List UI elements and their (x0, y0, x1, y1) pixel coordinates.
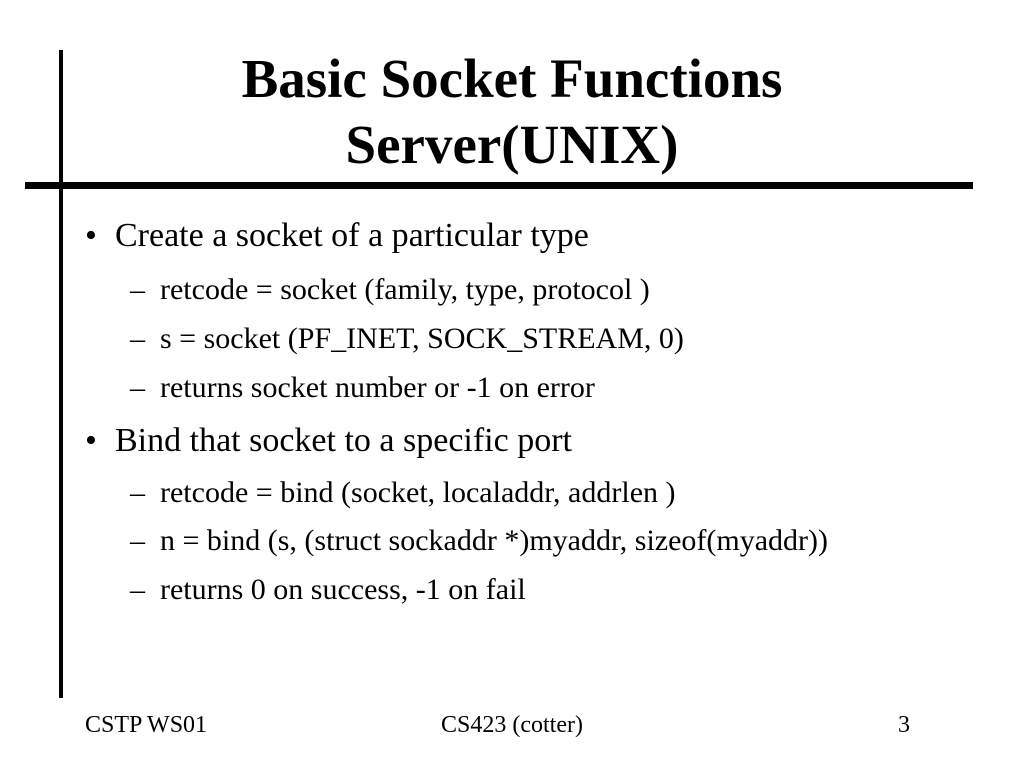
bullet-marker: • (85, 217, 97, 254)
bullet-text: returns 0 on success, -1 on fail (160, 573, 526, 606)
dash-marker: – (130, 273, 145, 306)
bullet-marker: • (85, 422, 97, 459)
bullet-item: • Create a socket of a particular type (85, 212, 995, 260)
bullet-item: • Bind that socket to a specific port (85, 417, 995, 465)
dash-marker: – (130, 371, 145, 404)
bullet-text: n = bind (s, (struct sockaddr *)myaddr, … (160, 524, 829, 557)
footer-center-text: CS423 (cotter) (441, 712, 583, 738)
title-line-2: Server(UNIX) (345, 114, 679, 175)
bullet-item: – s = socket (PF_INET, SOCK_STREAM, 0) (85, 315, 995, 363)
bullet-list: • Create a socket of a particular type –… (85, 212, 995, 614)
bullet-item: – n = bind (s, (struct sockaddr *)myaddr… (85, 517, 995, 565)
bullet-item: – retcode = socket (family, type, protoc… (85, 266, 995, 314)
bullet-text: retcode = socket (family, type, protocol… (160, 273, 650, 306)
slide-title: Basic Socket Functions Server(UNIX) (0, 46, 1024, 178)
title-line-1: Basic Socket Functions (241, 48, 783, 109)
bullet-text: Create a socket of a particular type (115, 217, 589, 254)
bullet-text: s = socket (PF_INET, SOCK_STREAM, 0) (160, 322, 684, 355)
bullet-item: – returns 0 on success, -1 on fail (85, 566, 995, 614)
footer-left-text: CSTP WS01 (85, 712, 208, 738)
dash-marker: – (130, 573, 145, 606)
bullet-text: returns socket number or -1 on error (160, 371, 595, 404)
footer-page-number: 3 (898, 712, 910, 738)
bullet-text: Bind that socket to a specific port (115, 422, 572, 459)
title-divider-line (25, 182, 973, 189)
bullet-item: – returns socket number or -1 on error (85, 364, 995, 412)
dash-marker: – (130, 322, 145, 355)
bullet-text: retcode = bind (socket, localaddr, addrl… (160, 476, 676, 509)
left-accent-line (59, 50, 63, 698)
bullet-item: – retcode = bind (socket, localaddr, add… (85, 469, 995, 517)
dash-marker: – (130, 524, 145, 557)
dash-marker: – (130, 476, 145, 509)
